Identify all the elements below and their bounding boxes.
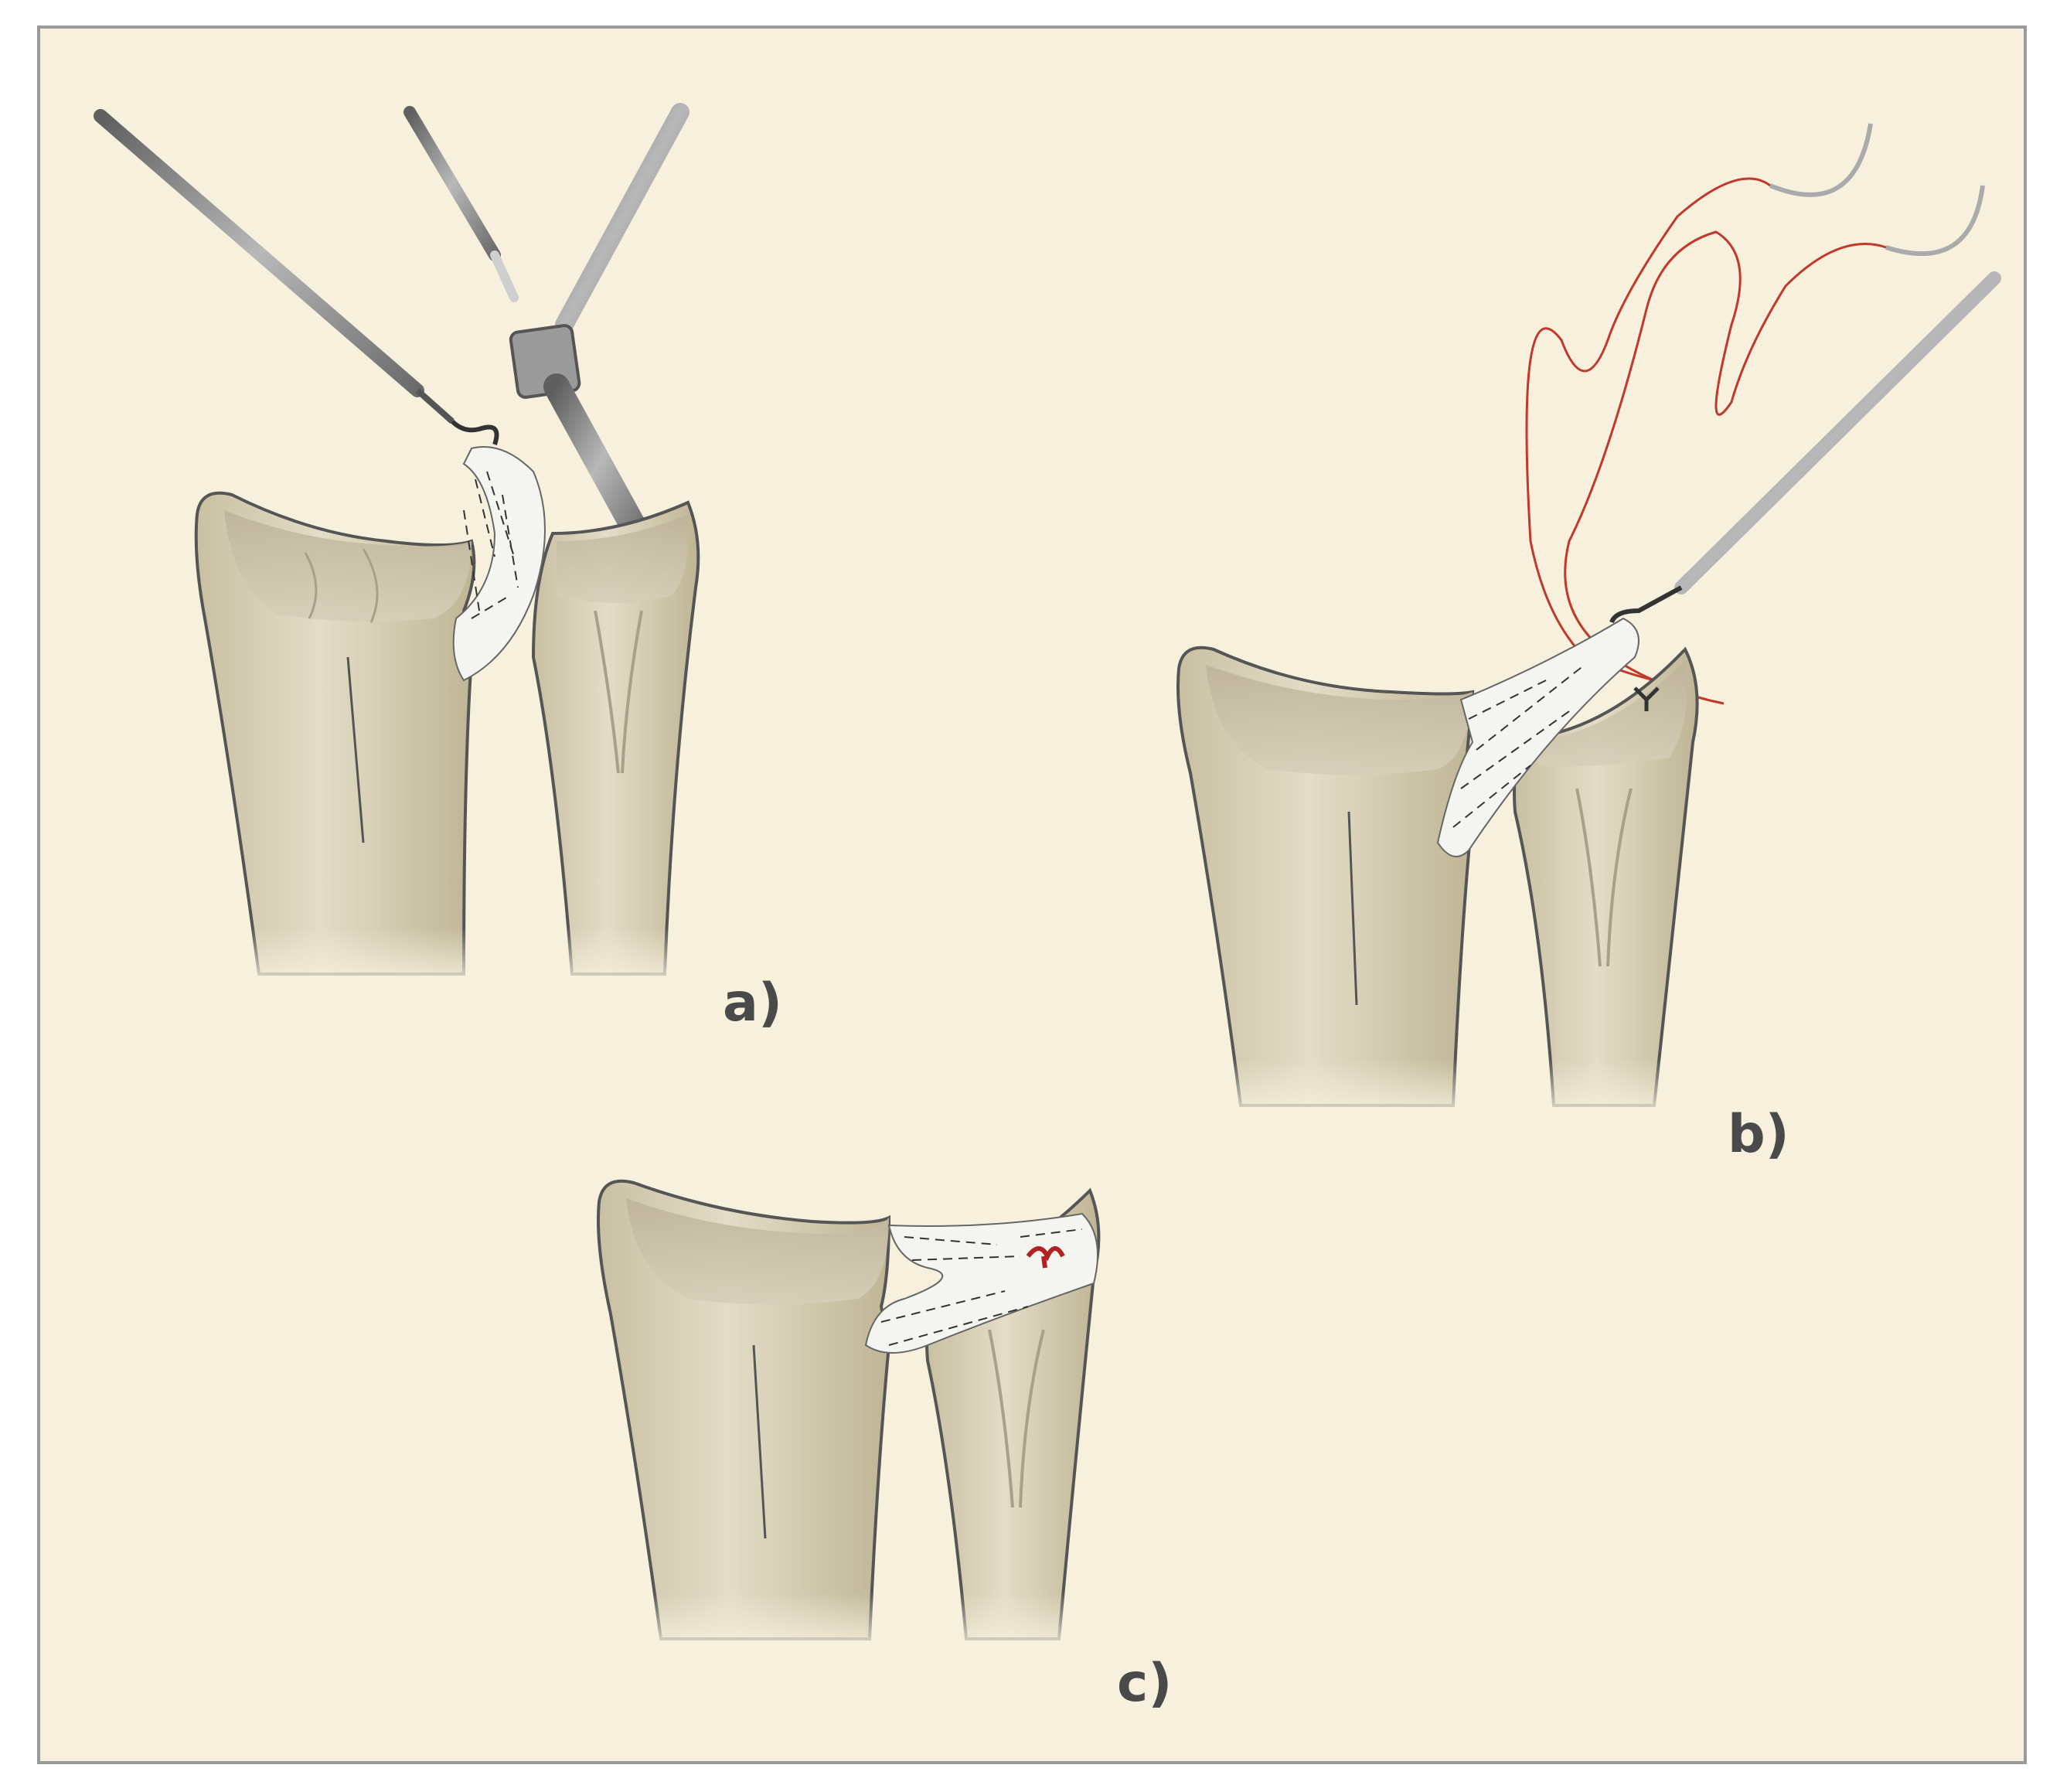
panel-a: a) (94, 103, 782, 1034)
tfcc-ligament (452, 446, 546, 682)
panel-c: c) (595, 1179, 1172, 1714)
panel-label-c: c) (1117, 1653, 1172, 1714)
suture-knot-b (1633, 686, 1660, 711)
suture-knot-c (1026, 1246, 1065, 1269)
suture-thread (1525, 177, 1771, 682)
probe-instrument (94, 109, 499, 445)
shaver-instrument (509, 103, 690, 554)
suture-needle-1 (1769, 123, 1873, 197)
panel-label-b: b) (1728, 1104, 1789, 1165)
suture-needle-2 (1885, 185, 1985, 257)
panel-b: b) (1175, 123, 2001, 1165)
panel-label-a: a) (723, 973, 782, 1034)
arthroscope-instrument (403, 106, 519, 302)
tfcc-ligament-b (1436, 617, 1639, 857)
probe-instrument-b (1674, 271, 2001, 594)
